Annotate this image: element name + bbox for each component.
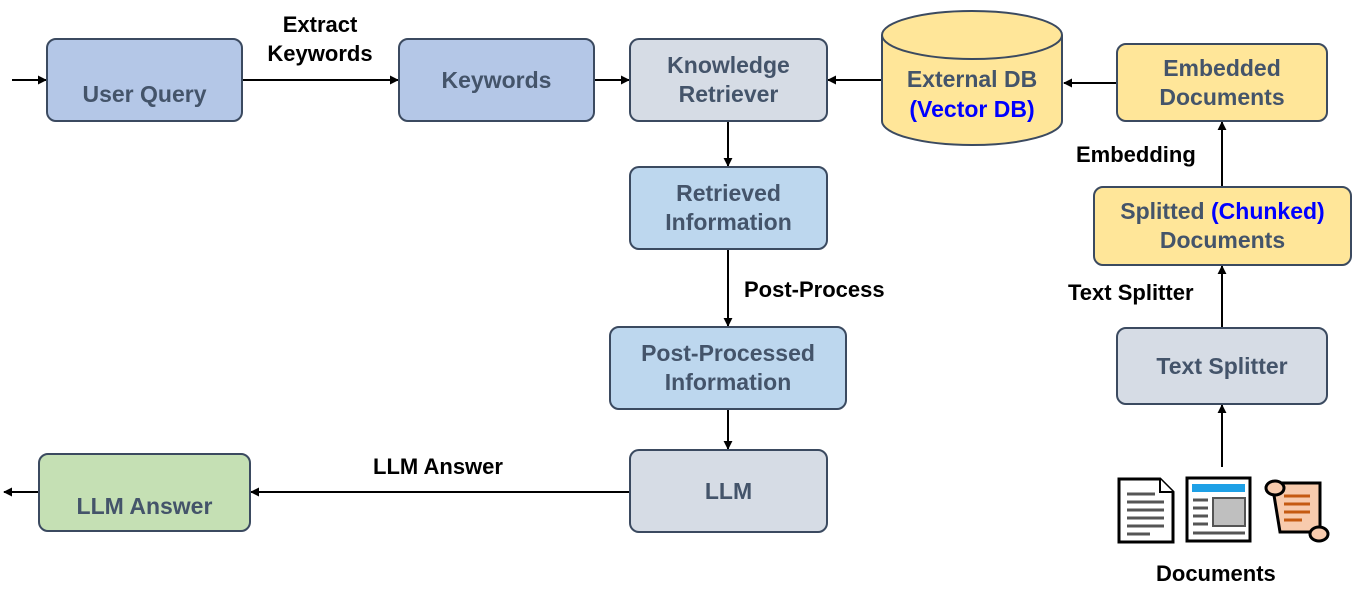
embedded-documents-line1: Embedded [1163,54,1281,81]
database-cylinder [881,10,1063,146]
knowledge-retriever-node: Knowledge Retriever [629,38,828,122]
splitted-documents-line1: Splitted (Chunked) [1120,197,1324,226]
text-splitter-edge-label: Text Splitter [1068,280,1194,305]
post-processed-information-node: Post-Processed Information [609,326,847,410]
llm-node: LLM [629,449,828,533]
post-processed-line1: Post-Processed [641,340,815,366]
llm-label: LLM [704,477,753,504]
keywords-label: Keywords [441,66,552,93]
keywords-node: Keywords [398,38,595,122]
external-db-line2: (Vector DB) [909,96,1035,122]
embedded-documents-line2: Documents [1159,83,1285,110]
embedding-label: Embedding [1076,142,1196,167]
retrieved-information-node: Retrieved Information [629,166,828,250]
post-process-label: Post-Process [744,277,885,302]
chunked-label: (Chunked) [1211,198,1325,224]
llm-answer-node: LLM Answer [38,453,251,532]
llm-answer-edge-label: LLM Answer [373,454,503,479]
retrieved-information-line1: Retrieved [676,180,781,206]
embedded-documents-node: Embedded Documents [1116,43,1328,122]
splitted-documents-line2: Documents [1159,227,1286,253]
text-splitter-node-label: Text Splitter [1156,352,1288,379]
documents-label: Documents [1156,561,1276,586]
text-document-icon [1117,477,1175,544]
user-query-node: User Query [46,38,243,122]
post-processed-line2: Information [664,369,792,395]
retrieved-information-line2: Information [665,209,792,235]
user-query-label: User Query [82,80,207,107]
external-db-label: External DB (Vector DB) [882,64,1062,124]
knowledge-retriever-line1: Knowledge [667,52,790,78]
extract-keywords-line1: Extract [282,12,358,37]
splitted-documents-node: Splitted (Chunked) Documents [1093,186,1352,266]
text-splitter-node: Text Splitter [1116,327,1328,405]
extract-keywords-line2: Keywords [267,41,373,66]
knowledge-retriever-line2: Retriever [678,81,779,107]
external-db-line1: External DB [906,66,1038,92]
scroll-icon [1264,479,1330,543]
newspaper-icon [1185,476,1252,543]
splitted-label: Splitted [1120,198,1205,224]
extract-keywords-label: Extract Keywords [258,10,382,68]
llm-answer-node-label: LLM Answer [76,493,213,519]
